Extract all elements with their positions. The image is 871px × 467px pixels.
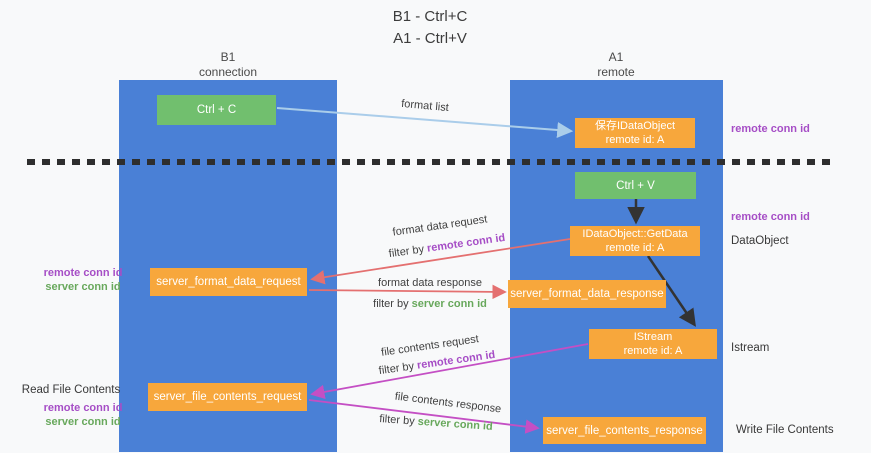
filter-by-prefix: filter by bbox=[388, 242, 428, 261]
right-remote-conn-id-label-top: remote conn id bbox=[731, 123, 810, 135]
dashed-separator-line bbox=[27, 159, 833, 165]
node-server-file-contents-response: server_file_contents_response bbox=[543, 417, 706, 444]
lane-header-a1: A1 remote bbox=[597, 50, 634, 80]
istream-line1: IStream bbox=[633, 330, 673, 343]
node-istream: IStream remote id: A bbox=[589, 329, 717, 359]
node-server-format-data-response: server_format_data_response bbox=[508, 280, 666, 308]
node-server-file-contents-request: server_file_contents_request bbox=[148, 383, 307, 411]
filter-by-prefix: filter by bbox=[378, 413, 419, 428]
title-line-2: A1 - Ctrl+V bbox=[393, 29, 467, 47]
filter-by-server-conn-id-label-1: filter by server conn id bbox=[373, 298, 487, 310]
format-data-response-arrow bbox=[308, 284, 507, 300]
server-conn-id-highlight: server conn id bbox=[411, 298, 487, 310]
node-idataobject-getdata: IDataObject::GetData remote id: A bbox=[570, 226, 700, 256]
lane-a1-name: A1 bbox=[608, 50, 624, 64]
server-conn-id-highlight: server conn id bbox=[417, 415, 494, 433]
write-file-contents-label: Write File Contents bbox=[736, 424, 834, 436]
getdata-line2: remote id: A bbox=[605, 242, 665, 254]
file-contents-response-label: file contents response bbox=[394, 390, 502, 416]
filter-by-prefix: filter by bbox=[378, 359, 418, 378]
bottom-white-strip bbox=[0, 453, 871, 467]
node-server-format-data-request: server_format_data_request bbox=[150, 268, 307, 296]
read-file-contents-label: Read File Contents bbox=[21, 384, 121, 396]
left-server-conn-id-label-1: server conn id bbox=[45, 281, 121, 293]
right-remote-conn-id-label-mid: remote conn id bbox=[731, 211, 810, 223]
node-ctrl-v: Ctrl + V bbox=[575, 172, 696, 199]
istream-line2: remote id: A bbox=[623, 345, 683, 357]
format-data-request-label: format data request bbox=[391, 213, 489, 239]
lane-b1-name: B1 bbox=[220, 50, 236, 64]
left-remote-conn-id-label-2: remote conn id bbox=[43, 402, 123, 414]
getdata-line1: IDataObject::GetData bbox=[582, 227, 688, 240]
lane-b1-subtitle: connection bbox=[198, 65, 258, 79]
remote-conn-id-highlight: remote conn id bbox=[426, 231, 506, 255]
left-remote-conn-id-label-1: remote conn id bbox=[43, 267, 123, 279]
filter-by-server-conn-id-label-2: filter by server conn id bbox=[379, 413, 493, 433]
diagram-title: B1 - Ctrl+C A1 - Ctrl+V bbox=[393, 6, 468, 50]
dataobject-label: DataObject bbox=[731, 235, 789, 247]
save-idataobject-line1: 保存IDataObject bbox=[594, 119, 676, 132]
istream-side-label: Istream bbox=[731, 342, 770, 354]
lane-header-b1: B1 connection bbox=[199, 50, 257, 80]
left-server-conn-id-label-2: server conn id bbox=[45, 416, 121, 428]
format-data-response-label: format data response bbox=[378, 277, 482, 289]
title-line-1: B1 - Ctrl+C bbox=[392, 8, 468, 25]
save-idataobject-line2: remote id: A bbox=[605, 134, 665, 146]
node-ctrl-c: Ctrl + C bbox=[157, 95, 276, 125]
filter-by-prefix: filter by bbox=[373, 298, 412, 310]
lane-a1-subtitle: remote bbox=[597, 65, 635, 79]
format-list-label: format list bbox=[400, 97, 450, 115]
node-save-idataobject: 保存IDataObject remote id: A bbox=[575, 118, 695, 148]
